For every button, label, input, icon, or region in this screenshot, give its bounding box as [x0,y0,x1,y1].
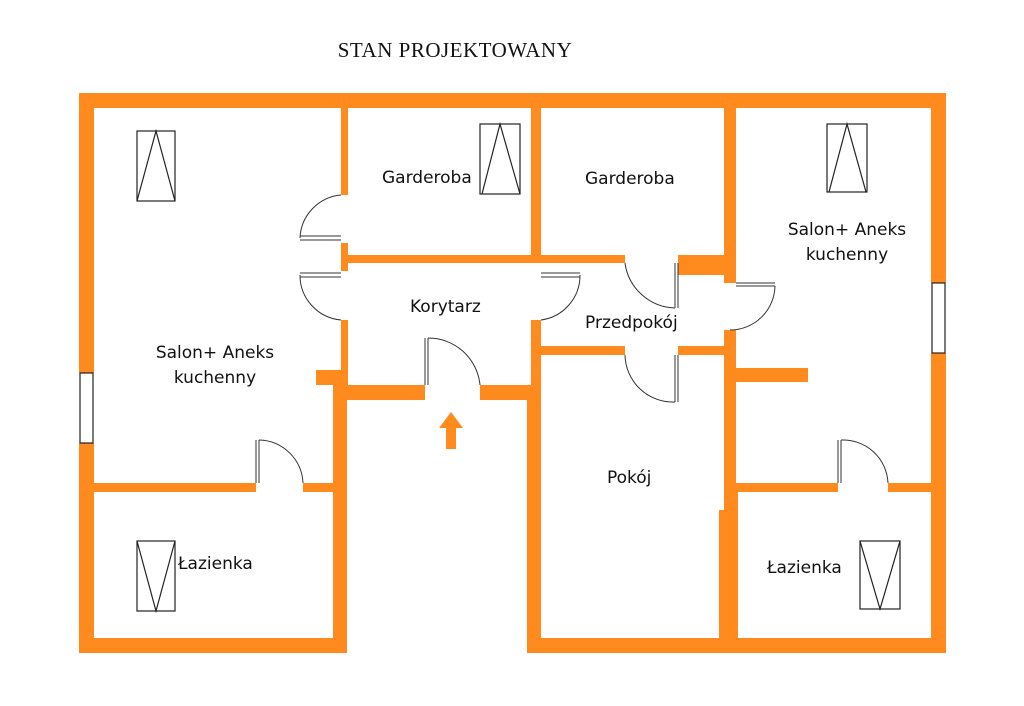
room-label-pokoj: Pokój [607,468,652,488]
window-right [931,282,946,354]
room-label-korytarz: Korytarz [410,297,481,317]
windows [79,282,946,444]
plan-title: STAN PROJEKTOWANY [337,38,573,62]
window-left [79,372,94,444]
skylights [136,121,901,614]
room-label-garderoba-right: Garderoba [585,169,675,189]
doors [255,194,889,484]
room-label-przedpokoj: Przedpokój [585,313,678,333]
room-label-garderoba-left: Garderoba [382,168,472,188]
room-label-salon-left: Salon+ Aneks kuchenny [155,343,275,388]
room-label-lazienka-left: Łazienka [178,554,253,574]
walls [79,93,946,653]
entrance-arrow-icon [439,412,463,449]
room-label-lazienka-right: Łazienka [767,558,842,578]
room-label-salon-right: Salon+ Aneks kuchenny [787,220,907,265]
